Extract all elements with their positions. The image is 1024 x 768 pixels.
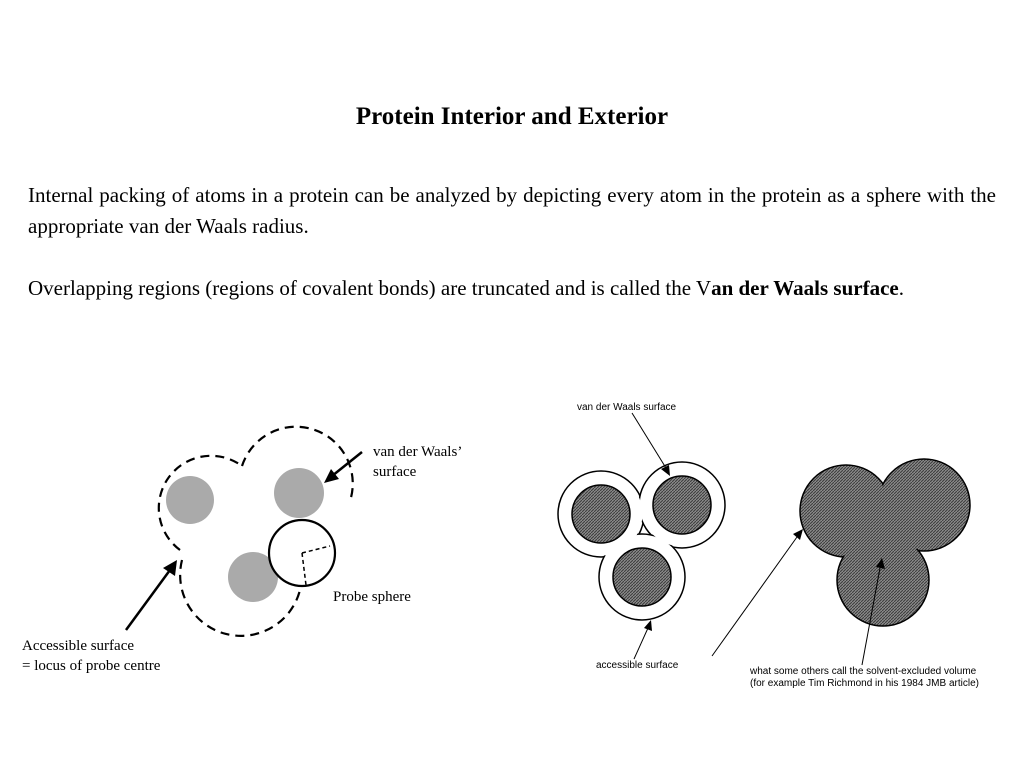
- excluded-volume-label: what some others call the solvent-exclud…: [749, 666, 977, 677]
- left-surface-diagram: van der Waals’ surface Probe sphere Acce…: [22, 427, 462, 674]
- slide-title: Protein Interior and Exterior: [0, 101, 1024, 133]
- atom-circle: [613, 548, 671, 606]
- excluded-volume-label: (for example Tim Richmond in his 1984 JM…: [750, 678, 979, 689]
- surface-diagrams: van der Waals’ surface Probe sphere Acce…: [0, 380, 1024, 710]
- vdw-surface-label: van der Waals surface: [577, 402, 677, 413]
- accessible-surface-label: accessible surface: [596, 660, 679, 671]
- vdw-paragraph-text: Overlapping regions (regions of covalent…: [28, 276, 711, 300]
- right-surface-diagram: van der Waals surface accessible surface: [558, 402, 725, 671]
- accessible-surface-label: Accessible surface: [22, 638, 134, 654]
- accessible-arrowhead: [644, 620, 652, 631]
- excluded-volume-fill: [802, 461, 969, 625]
- intro-paragraph: Internal packing of atoms in a protein c…: [28, 180, 996, 242]
- atom-circle: [166, 476, 214, 524]
- vdw-label: van der Waals’: [373, 444, 462, 460]
- vdw-arrow: [332, 452, 362, 476]
- vdw-surface-paragraph: Overlapping regions (regions of covalent…: [28, 273, 996, 304]
- excluded-arrow: [712, 537, 797, 656]
- vdw-arrow: [632, 413, 666, 468]
- atom-circle: [274, 468, 324, 518]
- solvent-excluded-diagram: what some others call the solvent-exclud…: [712, 459, 979, 689]
- vdw-paragraph-end: .: [899, 276, 904, 300]
- vdw-surface-term: an der Waals surface: [711, 276, 899, 300]
- atom-circle: [572, 485, 630, 543]
- probe-sphere-label: Probe sphere: [333, 589, 411, 605]
- atom-circle: [653, 476, 711, 534]
- accessible-arrow: [126, 570, 170, 630]
- diagram-canvas: van der Waals’ surface Probe sphere Acce…: [0, 380, 1024, 710]
- accessible-arrowhead: [163, 560, 177, 576]
- vdw-label: surface: [373, 464, 417, 480]
- accessible-arrow: [634, 628, 648, 659]
- accessible-surface-label: = locus of probe centre: [22, 658, 161, 674]
- excluded-arrowhead: [793, 529, 803, 540]
